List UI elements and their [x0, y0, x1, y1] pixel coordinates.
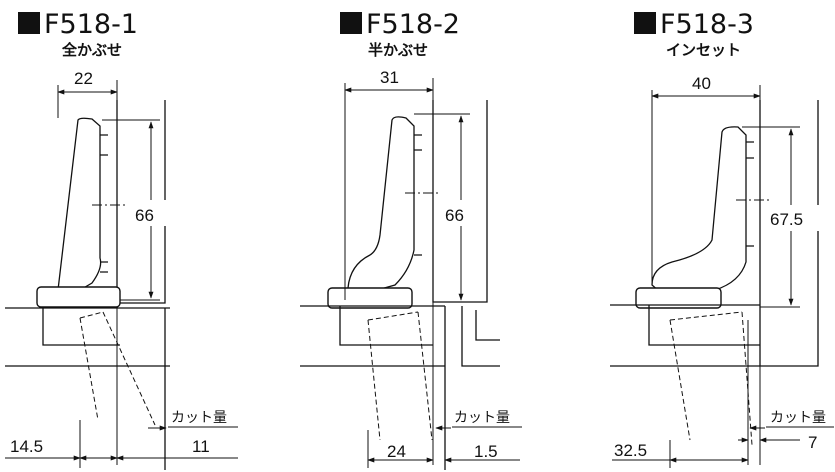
dim-height-label: 67.5 [770, 210, 803, 229]
hinge-arm [57, 117, 102, 291]
diagram-f518-1: F518-1 全かぶせ 22 66 カット量 14.5 [5, 9, 238, 470]
diagram-code: F518-2 [366, 9, 460, 40]
cut-amount-label: カット量 [171, 410, 227, 426]
title-square-icon [340, 12, 362, 34]
diagram-f518-2: F518-2 半かぶせ 31 66 カット量 24 1.5 [300, 9, 522, 470]
dim-left-label: 24 [387, 442, 406, 461]
diagram-subtitle: インセット [666, 41, 741, 59]
dim-left-label: 14.5 [10, 437, 43, 456]
title-square-icon [634, 12, 656, 34]
door-outline [5, 307, 170, 367]
hinge-cup-base [327, 287, 413, 309]
hinge-details [414, 134, 422, 256]
swing-path [367, 311, 433, 441]
diagram-subtitle: 全かぶせ [61, 41, 122, 59]
diagram-code: F518-1 [44, 9, 138, 40]
diagram-f518-3: F518-3 インセット 40 67.5 カット量 32.5 [610, 9, 834, 468]
dim-left-label: 32.5 [614, 441, 647, 460]
cut-amount-label: カット量 [454, 410, 510, 426]
cabinet-panel [759, 100, 819, 367]
door-outline [610, 304, 760, 367]
adjacent-panel [461, 306, 500, 367]
dim-top-label: 31 [380, 68, 399, 87]
dim-height-label: 66 [135, 206, 154, 225]
dim-top-label: 22 [74, 69, 93, 88]
cup-bore [42, 308, 120, 346]
cup-bore [648, 305, 760, 346]
hinge-arm [347, 116, 415, 293]
swing-path [669, 311, 753, 446]
cut-amount-label: カット量 [770, 410, 826, 426]
diagram-code: F518-3 [660, 9, 754, 40]
dim-right-label: 11 [192, 437, 210, 456]
hinge-details [746, 141, 754, 247]
hinge-cup-base [635, 287, 722, 309]
cup-bore [339, 306, 433, 346]
swing-path [79, 311, 156, 426]
hinge-cup-base [36, 286, 121, 308]
hinge-arm [651, 126, 747, 293]
dim-top-label: 40 [692, 74, 711, 93]
dim-right-label: 1.5 [474, 442, 498, 461]
door-outline [300, 305, 445, 367]
hinge-details [100, 134, 108, 273]
title-square-icon [18, 12, 40, 34]
dim-right-label: 7 [808, 433, 817, 452]
dim-height-label: 66 [445, 206, 464, 225]
diagram-subtitle: 半かぶせ [368, 41, 428, 59]
